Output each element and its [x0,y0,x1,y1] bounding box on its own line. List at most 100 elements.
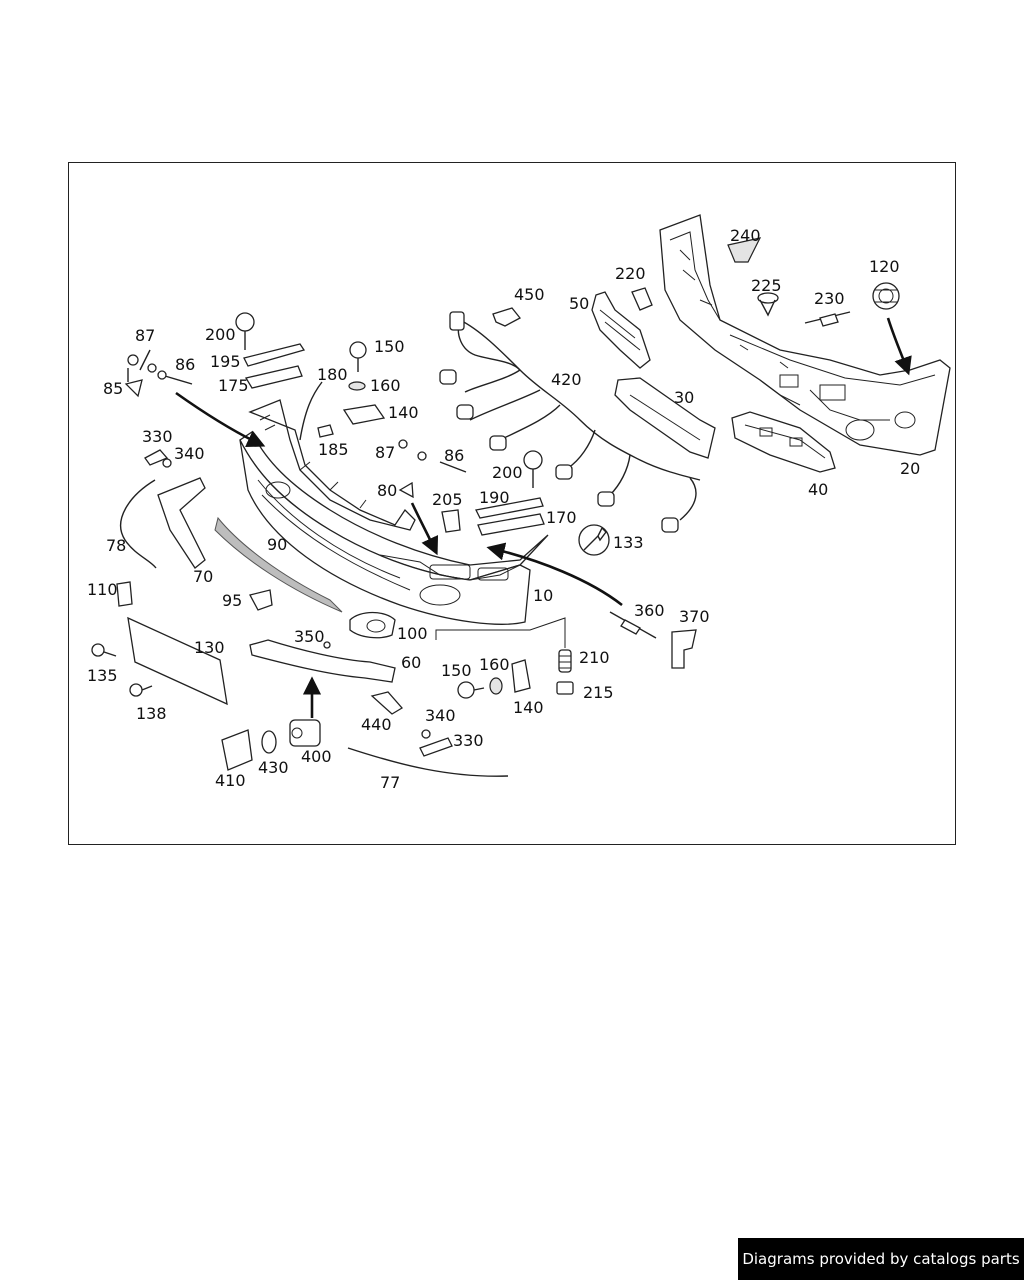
label-230: 230 [814,289,845,308]
label-50: 50 [569,294,589,313]
clip-87-left-part [127,354,139,366]
label-200-center: 200 [492,463,523,482]
bracket-370-part [671,629,697,669]
clip-220-part [631,287,653,311]
arrow-80 [410,502,439,556]
label-240: 240 [730,226,761,245]
group-line-10 [435,617,566,648]
connector-450-part [492,307,521,327]
pin-230-part [804,311,851,327]
trim-78-part [120,479,157,569]
label-190: 190 [479,488,510,507]
label-95: 95 [222,591,242,610]
label-100: 100 [397,624,428,643]
clip-87-center-part [398,439,408,449]
label-170: 170 [546,508,577,527]
plate-240-part [727,237,762,263]
grille-90-part [214,516,343,613]
clip-340-left-part [162,458,172,468]
label-360: 360 [634,601,665,620]
bracket-140-bottom-part [511,659,531,693]
bolt-86-head-left [157,370,167,380]
label-210: 210 [579,648,610,667]
wiring-harness-420-part [439,311,701,533]
plate-195-part [243,343,306,367]
tool-133-symbol [578,524,610,556]
label-138: 138 [136,704,167,723]
clip-80-part [398,481,414,499]
label-330-left: 330 [142,427,173,446]
label-420: 420 [551,370,582,389]
absorber-40-part [731,411,836,473]
label-40: 40 [808,480,828,499]
bolt-86-center-part [439,461,467,473]
plate-190-part [475,497,544,519]
trim-60-part [249,639,396,683]
label-120: 120 [869,257,900,276]
part-labels: 10 20 30 40 50 60 70 77 78 80 85 86 86 8… [87,226,920,792]
trim-77-part [347,747,509,777]
label-60: 60 [401,653,421,672]
clip-440-part [370,691,404,715]
trim-70-part [157,477,206,569]
clip-85-part [124,379,143,398]
clip-340-bottom-part [421,729,431,739]
clip-87b-center-part [417,451,427,461]
part-120 [872,282,912,376]
washer-160-bottom-part [489,677,503,695]
label-80: 80 [377,481,397,500]
label-200-left: 200 [205,325,236,344]
nut-215-part [556,681,574,695]
clip-110-part [116,581,133,607]
label-160-bottom: 160 [479,655,510,674]
label-20: 20 [900,459,920,478]
ring-430-part [261,730,277,754]
label-85: 85 [103,379,123,398]
label-30: 30 [674,388,694,407]
label-185: 185 [318,440,349,459]
arrow-133 [486,542,623,607]
label-370: 370 [679,607,710,626]
label-10: 10 [533,586,553,605]
rod-180-part [299,381,323,441]
spring-210-part [558,649,572,673]
screw-225-part [757,292,779,317]
part-350 [323,641,331,649]
screw-135-part [91,643,117,657]
label-78: 78 [106,536,126,555]
line-87-left [127,349,151,382]
label-350: 350 [294,627,325,646]
credit-badge: Diagrams provided by catalogs parts [738,1238,1024,1280]
bolt-200-center-part [523,450,543,488]
label-195: 195 [210,352,241,371]
pin-360-part [609,611,657,639]
clip-87b-left-part [147,363,157,373]
label-175: 175 [218,376,249,395]
bracket-410-part [221,729,253,771]
label-140-bottom: 140 [513,698,544,717]
label-450: 450 [514,285,545,304]
label-340-bottom: 340 [425,706,456,725]
bolt-86-left-part [164,375,193,385]
sensor-400-part [289,719,321,747]
label-87-left: 87 [135,326,155,345]
label-440: 440 [361,715,392,734]
label-140-top: 140 [388,403,419,422]
plate-holder-130-part [127,616,228,706]
label-133: 133 [613,533,644,552]
cover-100-part [349,611,396,639]
label-220: 220 [615,264,646,283]
absorber-30-part [614,377,716,459]
label-86-left: 86 [175,355,195,374]
label-135: 135 [87,666,118,685]
upper-bumper-rail [248,399,416,531]
label-110: 110 [87,580,118,599]
label-130: 130 [194,638,225,657]
clip-95-part [249,589,273,611]
bumper-carrier-part [659,214,951,456]
label-77: 77 [380,773,400,792]
label-86-center: 86 [444,446,464,465]
pin-185-part [317,424,334,438]
label-205: 205 [432,490,463,509]
